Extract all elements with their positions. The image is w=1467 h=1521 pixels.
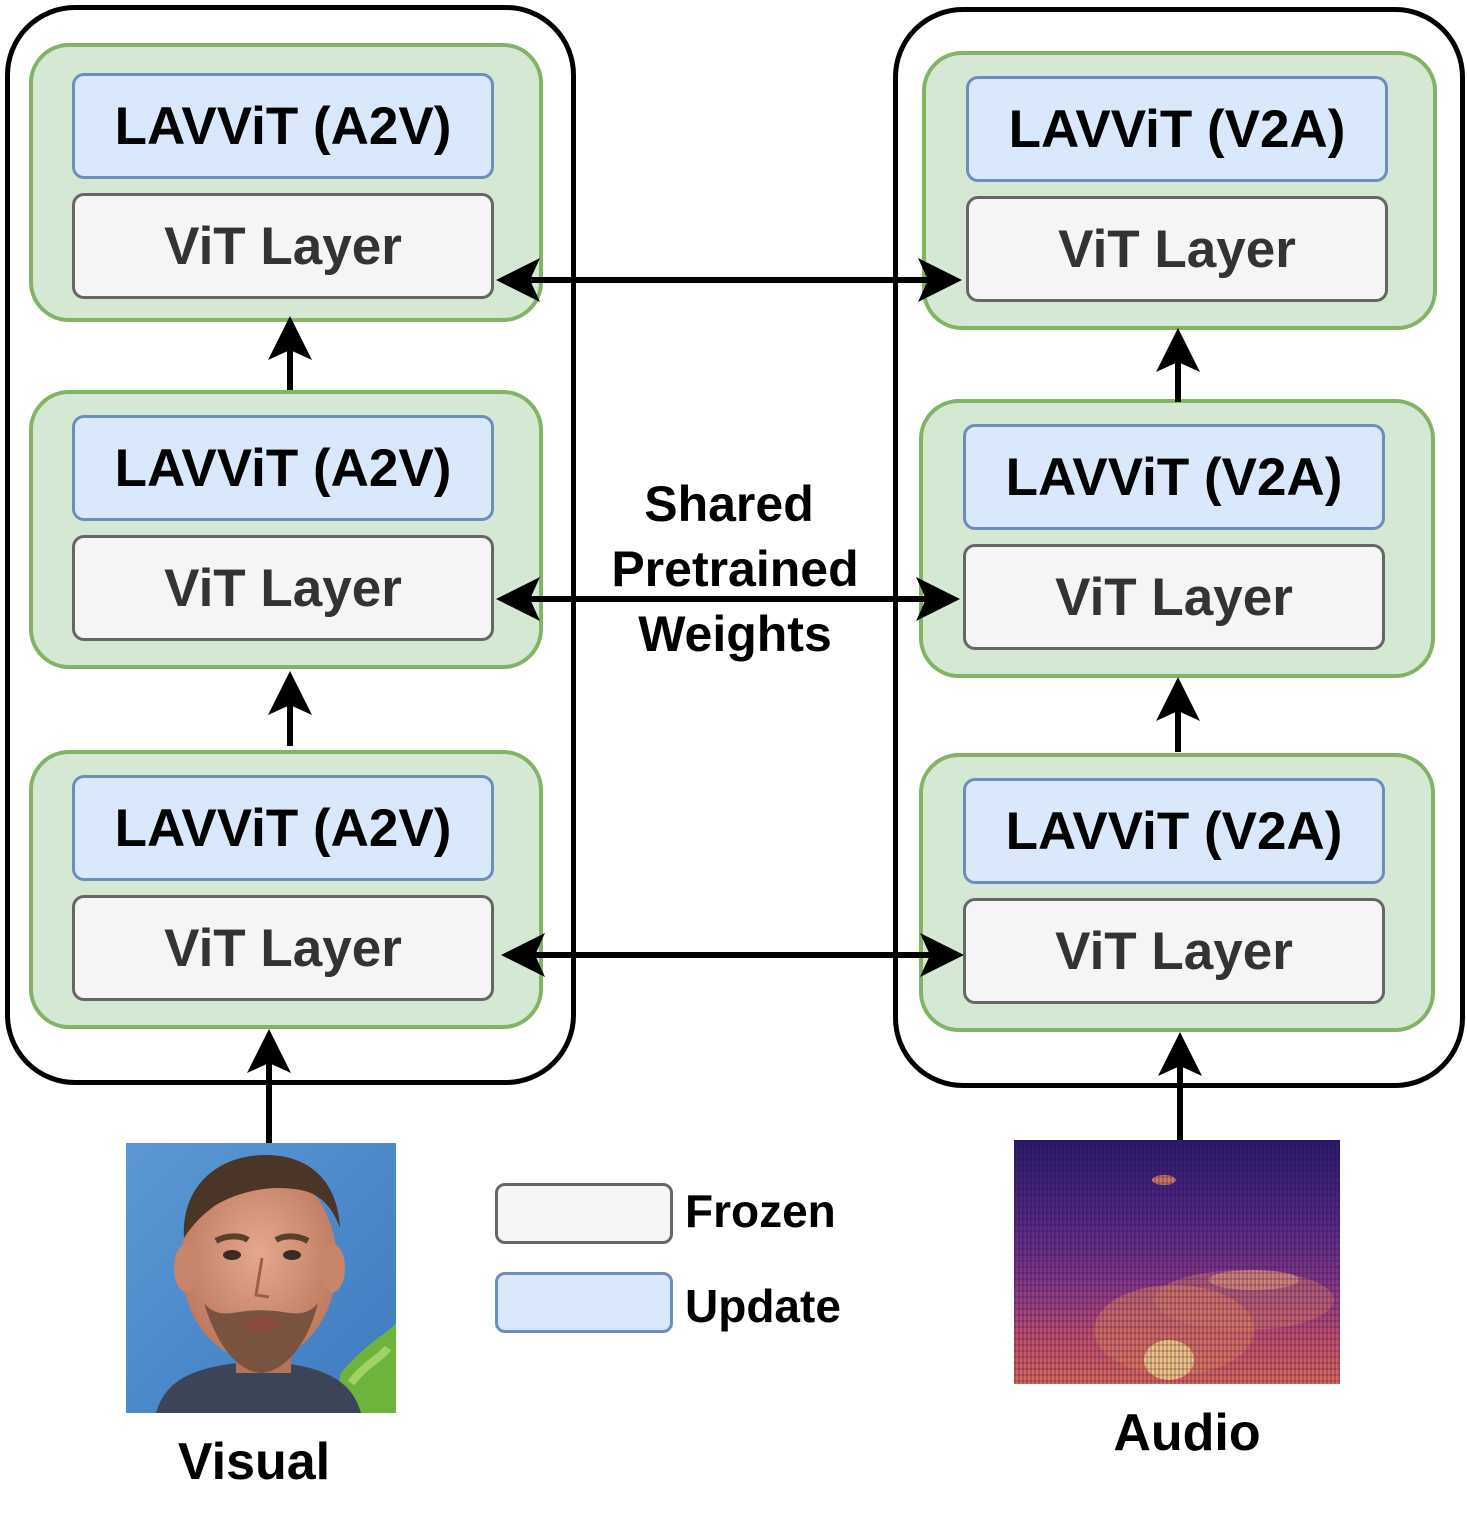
- vit-layer-block: ViT Layer: [72, 535, 494, 641]
- legend-update-label: Update: [685, 1280, 841, 1332]
- shared-weights-arrow-bottom: [501, 933, 964, 977]
- vit-layer-block: ViT Layer: [963, 898, 1385, 1004]
- legend-frozen-label: Frozen: [685, 1185, 836, 1237]
- visual-encoder-container: [5, 5, 576, 1085]
- left-up-arrow-2: [268, 671, 312, 746]
- vit-layer-block: ViT Layer: [72, 895, 494, 1001]
- shared-weights-arrow-top: [496, 258, 962, 302]
- left-up-arrow-1: [268, 316, 312, 390]
- right-up-arrow-1: [1156, 328, 1200, 402]
- audio-spectrogram-image: [1014, 1140, 1340, 1384]
- right-input-arrow: [1158, 1032, 1202, 1140]
- right-up-arrow-2: [1156, 677, 1200, 752]
- lavvit-v2a-block: LAVViT (V2A): [966, 76, 1388, 182]
- audio-input-label: Audio: [1113, 1404, 1261, 1462]
- lavvit-v2a-block: LAVViT (V2A): [963, 778, 1385, 884]
- lavvit-v2a-block: LAVViT (V2A): [963, 424, 1385, 530]
- visual-input-label: Visual: [177, 1433, 331, 1491]
- shared-weights-line2: Pretrained: [611, 541, 859, 597]
- legend-frozen-swatch: [495, 1183, 673, 1244]
- lavvit-a2v-block: LAVViT (A2V): [72, 415, 494, 521]
- legend-update-swatch: [495, 1272, 673, 1333]
- lavvit-a2v-block: LAVViT (A2V): [72, 775, 494, 881]
- shared-weights-arrow-middle: [496, 577, 960, 621]
- shared-weights-label: Shared Pretrained Weights: [590, 472, 880, 667]
- left-input-arrow: [247, 1029, 291, 1143]
- shared-weights-line3: Weights: [638, 606, 832, 662]
- vit-layer-block: ViT Layer: [963, 544, 1385, 650]
- lavvit-a2v-block: LAVViT (A2V): [72, 73, 494, 179]
- vit-layer-block: ViT Layer: [966, 196, 1388, 302]
- vit-layer-block: ViT Layer: [72, 193, 494, 299]
- visual-input-image: [126, 1143, 396, 1413]
- shared-weights-line1: Shared: [644, 476, 814, 532]
